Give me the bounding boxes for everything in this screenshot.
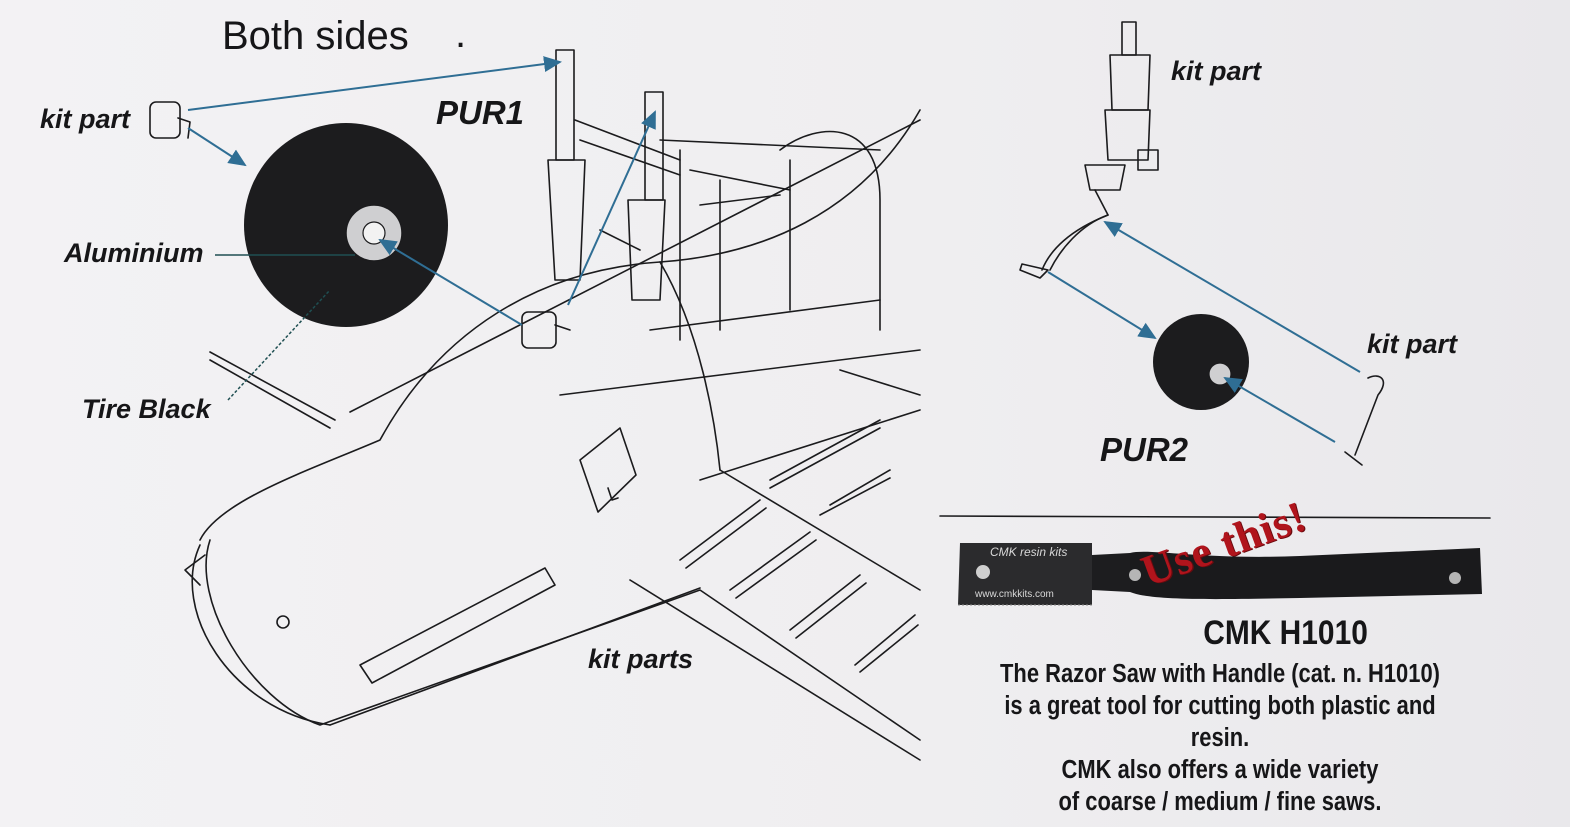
description-line: is a great tool for cutting both plastic…	[1004, 692, 1436, 752]
page-title: Both sides	[222, 14, 409, 58]
pur1-label: PUR1	[436, 94, 525, 131]
tire-black-label: Tire Black	[82, 394, 211, 424]
kit-part-label-side-right: kit part	[1367, 329, 1458, 359]
kit-parts-label: kit parts	[588, 644, 694, 674]
product-heading: CMK H1010	[1203, 614, 1368, 652]
aluminium-label: Aluminium	[64, 238, 204, 268]
assembly-arrows	[187, 56, 1361, 443]
blade-brand: CMK resin kits	[990, 545, 1068, 559]
pur2-label: PUR2	[1100, 431, 1189, 468]
title-dot: .	[455, 12, 467, 56]
description-line: The Razor Saw with Handle (cat. n. H1010…	[1000, 660, 1440, 688]
fuselage-upper-line	[199, 109, 921, 541]
product-description: The Razor Saw with Handle (cat. n. H1010…	[940, 658, 1500, 818]
pur2-wheel	[1153, 314, 1249, 410]
description-line: of coarse / medium / fine saws.	[1058, 788, 1382, 816]
razor-saw-image	[958, 543, 1482, 606]
description-line: CMK also offers a wide variety	[1061, 756, 1379, 784]
blade-url: www.cmkkits.com	[975, 589, 1054, 600]
kit-part-label-top-right: kit part	[1171, 56, 1262, 86]
leader-lines	[215, 254, 355, 401]
pur1-wheel	[244, 123, 448, 327]
kit-part-label-left: kit part	[40, 104, 131, 134]
